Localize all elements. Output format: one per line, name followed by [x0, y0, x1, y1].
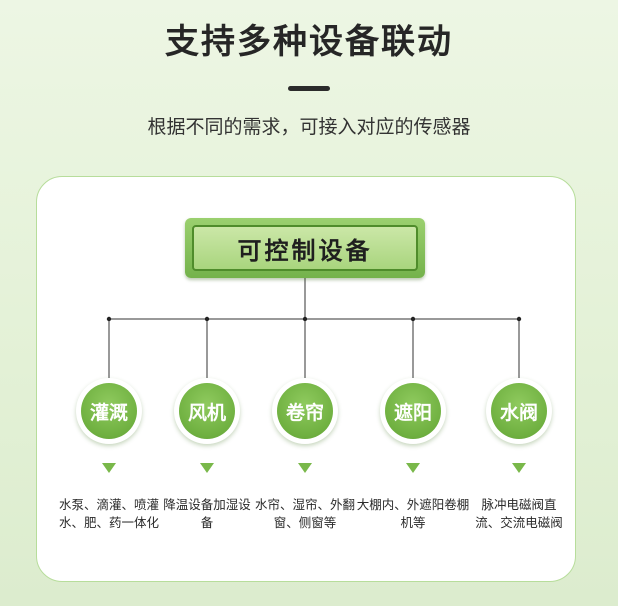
child-node-3-inner: 卷帘 [277, 383, 333, 439]
child-arrow-3 [298, 463, 312, 473]
child-node-2-label: 风机 [187, 401, 226, 424]
root-node-inner: 可控制设备 [192, 225, 418, 271]
child-node-5-inner: 水阀 [491, 383, 547, 439]
child-node-1-label: 灌溉 [89, 401, 128, 424]
child-desc-1: 水泵、滴灌、喷灌水、肥、药一体化 [58, 497, 159, 530]
child-node-1: 灌溉 [76, 378, 142, 444]
child-arrow-4 [406, 463, 420, 473]
page-title: 支持多种设备联动 [165, 22, 453, 62]
child-node-3-label: 卷帘 [285, 401, 324, 424]
child-arrow-1 [102, 463, 116, 473]
junction-dot-1 [106, 316, 112, 322]
junction-dot-5 [516, 316, 522, 322]
child-node-1-inner: 灌溉 [81, 383, 137, 439]
child-node-4: 遮阳 [380, 378, 446, 444]
root-node-label: 可控制设备 [237, 236, 373, 265]
child-node-4-label: 遮阳 [393, 401, 432, 424]
child-arrow-5 [512, 463, 526, 473]
page-subtitle: 根据不同的需求，可接入对应的传感器 [147, 116, 471, 138]
child-node-5-label: 水阀 [499, 401, 538, 424]
child-desc-2: 降温设备加湿设备 [163, 497, 251, 530]
child-desc-3: 水帘、湿帘、外翻窗、侧窗等 [254, 497, 355, 530]
child-node-4-inner: 遮阳 [385, 383, 441, 439]
junction-dot-2 [204, 316, 210, 322]
junction-dot-3 [302, 316, 308, 322]
child-desc-5: 脉冲电磁阀直流、交流电磁阀 [475, 497, 563, 530]
junction-dot-4 [410, 316, 416, 322]
child-node-2: 风机 [174, 378, 240, 444]
child-desc-4: 大棚内、外遮阳卷棚机等 [356, 497, 470, 530]
branch-drops [108, 319, 520, 378]
title-underline [288, 86, 330, 91]
child-node-2-inner: 风机 [179, 383, 235, 439]
child-node-5: 水阀 [486, 378, 552, 444]
child-node-3: 卷帘 [272, 378, 338, 444]
junction-dots [106, 316, 522, 322]
child-arrow-2 [200, 463, 214, 473]
root-node: 可控制设备 [185, 218, 425, 278]
